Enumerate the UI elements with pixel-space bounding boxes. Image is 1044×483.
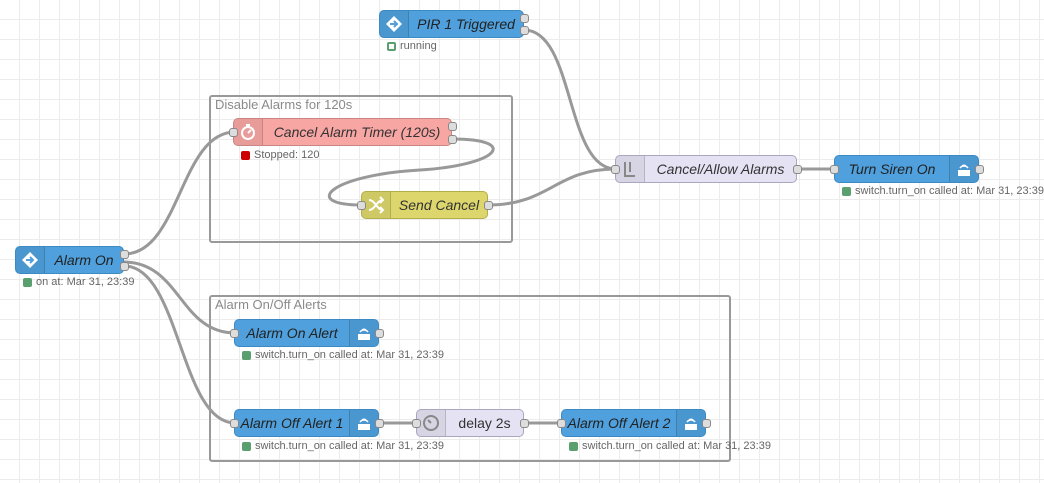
output-port[interactable] bbox=[520, 419, 529, 428]
group-label: Alarm On/Off Alerts bbox=[215, 297, 327, 312]
home-assistant-icon bbox=[676, 410, 705, 436]
node-delay[interactable]: delay 2s bbox=[416, 409, 524, 437]
status-dot-icon bbox=[569, 441, 578, 451]
node-alarm-on-alert[interactable]: Alarm On Alert bbox=[234, 319, 379, 347]
node-send-cancel[interactable]: Send Cancel bbox=[361, 191, 488, 219]
node-cancel-alarm-timer[interactable]: Cancel Alarm Timer (120s) bbox=[233, 118, 452, 146]
node-alarm-on[interactable]: Alarm On bbox=[15, 246, 124, 274]
group-alarm-alerts[interactable]: Alarm On/Off Alerts bbox=[209, 295, 731, 462]
group-disable-alarms[interactable]: Disable Alarms for 120s bbox=[209, 95, 513, 243]
status-indicator: Stopped: 120 bbox=[241, 149, 319, 161]
timer-icon bbox=[234, 119, 263, 145]
home-assistant-icon bbox=[349, 320, 378, 346]
home-assistant-icon bbox=[949, 156, 978, 182]
status-indicator: switch.turn_on called at: Mar 31, 23:39 bbox=[242, 349, 444, 361]
input-port[interactable] bbox=[229, 128, 238, 137]
status-dot-icon bbox=[387, 41, 396, 51]
output-port[interactable] bbox=[120, 262, 129, 271]
node-alarm-off-alert-1[interactable]: Alarm Off Alert 1 bbox=[234, 409, 379, 437]
inject-arrow-icon bbox=[16, 247, 45, 273]
gate-icon bbox=[616, 156, 645, 182]
output-port[interactable] bbox=[448, 122, 457, 131]
input-port[interactable] bbox=[357, 201, 366, 210]
status-dot-icon bbox=[842, 186, 851, 196]
node-label: Alarm Off Alert 1 bbox=[240, 415, 344, 431]
wire-alarm-on-to-on-alert[interactable] bbox=[123, 260, 236, 335]
status-text: on at: Mar 31, 23:39 bbox=[36, 276, 135, 288]
input-port[interactable] bbox=[557, 419, 566, 428]
output-port[interactable] bbox=[484, 201, 493, 210]
node-label: Turn Siren On bbox=[848, 161, 936, 177]
output-port[interactable] bbox=[520, 14, 529, 23]
home-assistant-icon bbox=[349, 410, 378, 436]
status-dot-icon bbox=[23, 277, 32, 287]
output-port[interactable] bbox=[448, 135, 457, 144]
status-indicator: switch.turn_on called at: Mar 31, 23:39 bbox=[842, 185, 1044, 197]
node-turn-siren-on[interactable]: Turn Siren On bbox=[834, 155, 979, 183]
node-label: Send Cancel bbox=[398, 197, 480, 213]
node-label: Alarm On Alert bbox=[246, 325, 338, 341]
output-port[interactable] bbox=[520, 26, 529, 35]
status-dot-icon bbox=[242, 350, 251, 360]
output-port[interactable] bbox=[793, 165, 802, 174]
status-dot-icon bbox=[242, 441, 251, 451]
input-port[interactable] bbox=[611, 165, 620, 174]
output-port[interactable] bbox=[702, 419, 711, 428]
shuffle-icon bbox=[362, 192, 391, 218]
wire-alarm-on-to-off-alert1[interactable] bbox=[123, 264, 236, 425]
node-alarm-off-alert-2[interactable]: Alarm Off Alert 2 bbox=[561, 409, 706, 437]
status-indicator: running bbox=[387, 40, 437, 52]
status-text: Stopped: 120 bbox=[254, 149, 320, 161]
input-port[interactable] bbox=[230, 329, 239, 338]
output-port[interactable] bbox=[975, 165, 984, 174]
status-text: switch.turn_on called at: Mar 31, 23:39 bbox=[255, 440, 444, 452]
input-port[interactable] bbox=[412, 419, 421, 428]
status-text: switch.turn_on called at: Mar 31, 23:39 bbox=[255, 349, 444, 361]
node-label: PIR 1 Triggered bbox=[417, 16, 515, 32]
status-dot-icon bbox=[241, 150, 250, 160]
node-pir-triggered[interactable]: PIR 1 Triggered bbox=[379, 10, 524, 38]
node-label: Alarm On bbox=[54, 252, 114, 268]
node-label: Alarm Off Alert 2 bbox=[567, 415, 671, 431]
wire-pir-to-gate[interactable] bbox=[523, 28, 617, 171]
input-port[interactable] bbox=[230, 419, 239, 428]
wire-send-cancel-to-gate[interactable] bbox=[487, 167, 617, 207]
output-port[interactable] bbox=[375, 419, 384, 428]
wire-alarm-on-to-cancel-timer[interactable] bbox=[123, 130, 236, 256]
wire-cancel-timer-to-send-cancel[interactable] bbox=[327, 137, 495, 207]
status-indicator: on at: Mar 31, 23:39 bbox=[23, 276, 134, 288]
input-port[interactable] bbox=[830, 165, 839, 174]
group-label: Disable Alarms for 120s bbox=[215, 97, 353, 112]
status-indicator: switch.turn_on called at: Mar 31, 23:39 bbox=[569, 440, 771, 452]
status-text: running bbox=[400, 40, 437, 52]
status-indicator: switch.turn_on called at: Mar 31, 23:39 bbox=[242, 440, 444, 452]
status-text: switch.turn_on called at: Mar 31, 23:39 bbox=[582, 440, 771, 452]
output-port[interactable] bbox=[375, 329, 384, 338]
node-cancel-allow-alarms[interactable]: Cancel/Allow Alarms bbox=[615, 155, 797, 183]
node-label: Cancel Alarm Timer (120s) bbox=[273, 124, 441, 140]
inject-arrow-icon bbox=[380, 11, 409, 37]
delay-clock-icon bbox=[417, 410, 446, 436]
node-label: delay 2s bbox=[458, 415, 511, 431]
status-text: switch.turn_on called at: Mar 31, 23:39 bbox=[855, 185, 1044, 197]
node-label: Cancel/Allow Alarms bbox=[656, 161, 785, 177]
output-port[interactable] bbox=[120, 250, 129, 259]
